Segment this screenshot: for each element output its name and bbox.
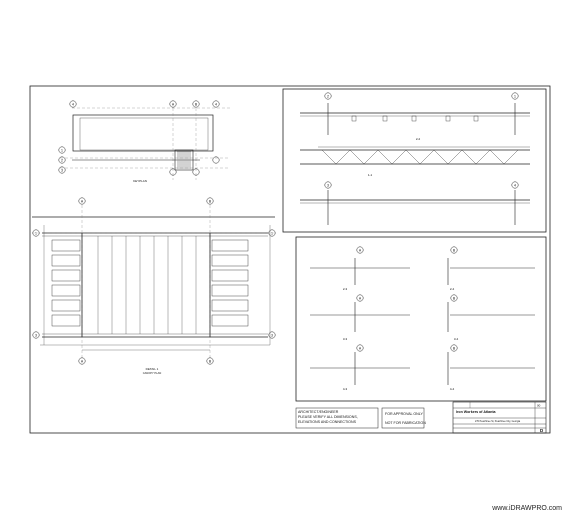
tb-rev: 00 <box>537 404 541 408</box>
detail-cut-6: 4-4 <box>450 387 455 391</box>
keyplan-label: KEYPLAN <box>133 179 147 183</box>
tb-sheet-no: D <box>540 428 544 433</box>
plan-grid-3-left: 3 <box>35 333 37 337</box>
detail-cut-1: 2-3 <box>343 287 348 291</box>
plan-grid-1-right: 1 <box>271 231 273 235</box>
detail-cut-5: 4-3 <box>343 387 348 391</box>
keyplan-grid-a3: B <box>195 102 198 106</box>
key-plan: 4 A B 4 1 2 3 KEYPLAN <box>58 100 230 183</box>
keyplan-grid-a1: 4 <box>72 102 74 106</box>
note-line-2: PLEASE VERIFY ALL DIMENSIONS, <box>298 415 358 419</box>
detail-grid-5: A <box>359 346 362 350</box>
tb-address: 270 Peachtree St, Peachtree City, Georgi… <box>475 420 521 423</box>
plan-grid-b-bottom: B <box>209 359 212 363</box>
detail-cut-3: 3-3 <box>343 337 348 341</box>
section-grid-1a: 2 <box>327 94 329 98</box>
title-block: Iron Workers of Atlanta 270 Peachtree St… <box>452 401 547 434</box>
detail-grid-1: A <box>359 248 362 252</box>
keyplan-grid-s3: 3 <box>61 168 63 172</box>
keyplan-grid-s2: 2 <box>61 158 63 162</box>
plan-subtitle: CANOPY PLAN <box>143 371 162 375</box>
keyplan-grid-s1: 1 <box>61 148 63 152</box>
approval-line-2: NOT FOR FABRICATION <box>385 421 426 425</box>
plan-title: DETAIL 1 <box>146 367 159 371</box>
watermark: www.iDRAWPRO.com <box>492 505 562 512</box>
tb-company: Iron Workers of Atlanta <box>456 410 497 414</box>
approval-line-1: FOR APPROVAL ONLY <box>385 412 423 416</box>
plan-grid-a-top: A <box>81 199 84 203</box>
section-grid-2b: 4 <box>514 183 516 187</box>
keyplan-grid-a4: 4 <box>215 102 217 106</box>
note-line-1: ARCHITECT/ENGINEER <box>298 410 339 414</box>
section-cut-1: 2-2 <box>416 137 421 141</box>
detail-grid-2: B <box>453 248 456 252</box>
detail-views: A B A B A B 2-3 2-4 3-3 3-4 4-3 4-4 <box>295 236 547 402</box>
detail-cut-4: 3-4 <box>454 337 459 341</box>
section-views: 2 1 2-2 1-1 3 4 <box>282 88 547 233</box>
keyplan-grid-a2: A <box>172 102 175 106</box>
section-grid-2a: 3 <box>327 183 329 187</box>
note-line-3: ELEVATIONS AND CONNECTIONS <box>298 420 357 424</box>
plan-grid-3-right: 3 <box>271 333 273 337</box>
notes-area: ARCHITECT/ENGINEER PLEASE VERIFY ALL DIM… <box>295 407 426 429</box>
detail-grid-6: B <box>453 346 456 350</box>
detail-grid-4: B <box>453 296 456 300</box>
plan-grid-1-left: 1 <box>35 231 37 235</box>
section-cut-2: 1-1 <box>368 173 373 177</box>
sheet-border <box>29 85 551 434</box>
detail-cut-2: 2-4 <box>450 287 455 291</box>
plan-grid-b-top: B <box>209 199 212 203</box>
plan-grid-a-bottom: A <box>81 359 84 363</box>
section-grid-1b: 1 <box>514 94 516 98</box>
canopy-plan: A B A B 1 3 1 3 DETAIL 1 CANOPY PLAN <box>32 197 276 375</box>
detail-grid-3: A <box>359 296 362 300</box>
